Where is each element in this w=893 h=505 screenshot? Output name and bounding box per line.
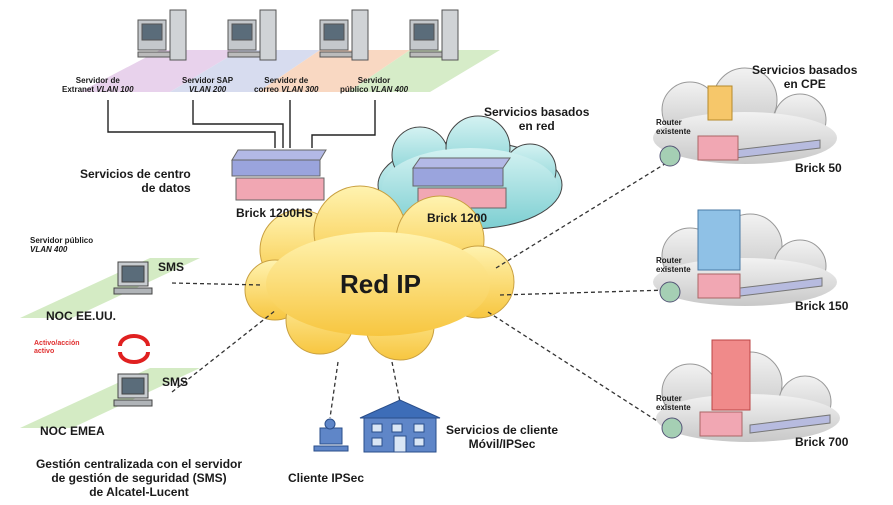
server-icon: [409, 9, 459, 61]
redundancy-icon: [118, 334, 150, 364]
noc-emea-computer-icon: [113, 373, 153, 407]
noc-us-band: [20, 258, 200, 318]
vlan300-band: [258, 50, 410, 92]
brick-700-icon: [711, 339, 751, 411]
noc-us-computer-icon: [113, 261, 153, 295]
brick-1200hs-icon: [231, 149, 327, 201]
brick-50-icon: [707, 85, 733, 121]
router-icon: [659, 281, 681, 303]
brick-700-label: Brick 700: [795, 435, 849, 449]
server-icon: [227, 9, 277, 61]
vlan400-band: [348, 50, 500, 92]
noc-us-sms-label: SMS: [158, 260, 185, 274]
vlan100-band: [80, 50, 240, 92]
ipsec-client-icon: [313, 418, 349, 452]
router-icon: [659, 145, 681, 167]
ipsec-client-label: Cliente IPSec: [288, 471, 365, 485]
server-icon: [137, 9, 187, 61]
dashed-links: [171, 161, 669, 429]
red-ip-label: Red IP: [340, 269, 421, 299]
brick-1200-label: Brick 1200: [427, 211, 488, 225]
brick-1200-icon: [412, 157, 511, 209]
brick-1200hs-label: Brick 1200HS: [236, 206, 313, 220]
noc-us-label: NOC EE.UU.: [46, 309, 117, 323]
router-icon: [661, 417, 683, 439]
building-icon: [359, 399, 441, 453]
red-ip-cloud: [244, 185, 515, 361]
vlan200-band: [170, 50, 320, 92]
server-links: [107, 100, 376, 148]
noc-emea-label: NOC EMEA: [40, 424, 105, 438]
brick-150-icon: [697, 209, 741, 271]
noc-emea-sms-label: SMS: [162, 375, 189, 389]
server-icon: [319, 9, 369, 61]
brick-50-label: Brick 50: [795, 161, 842, 175]
brick-150-label: Brick 150: [795, 299, 849, 313]
noc-emea-band: [20, 368, 200, 428]
